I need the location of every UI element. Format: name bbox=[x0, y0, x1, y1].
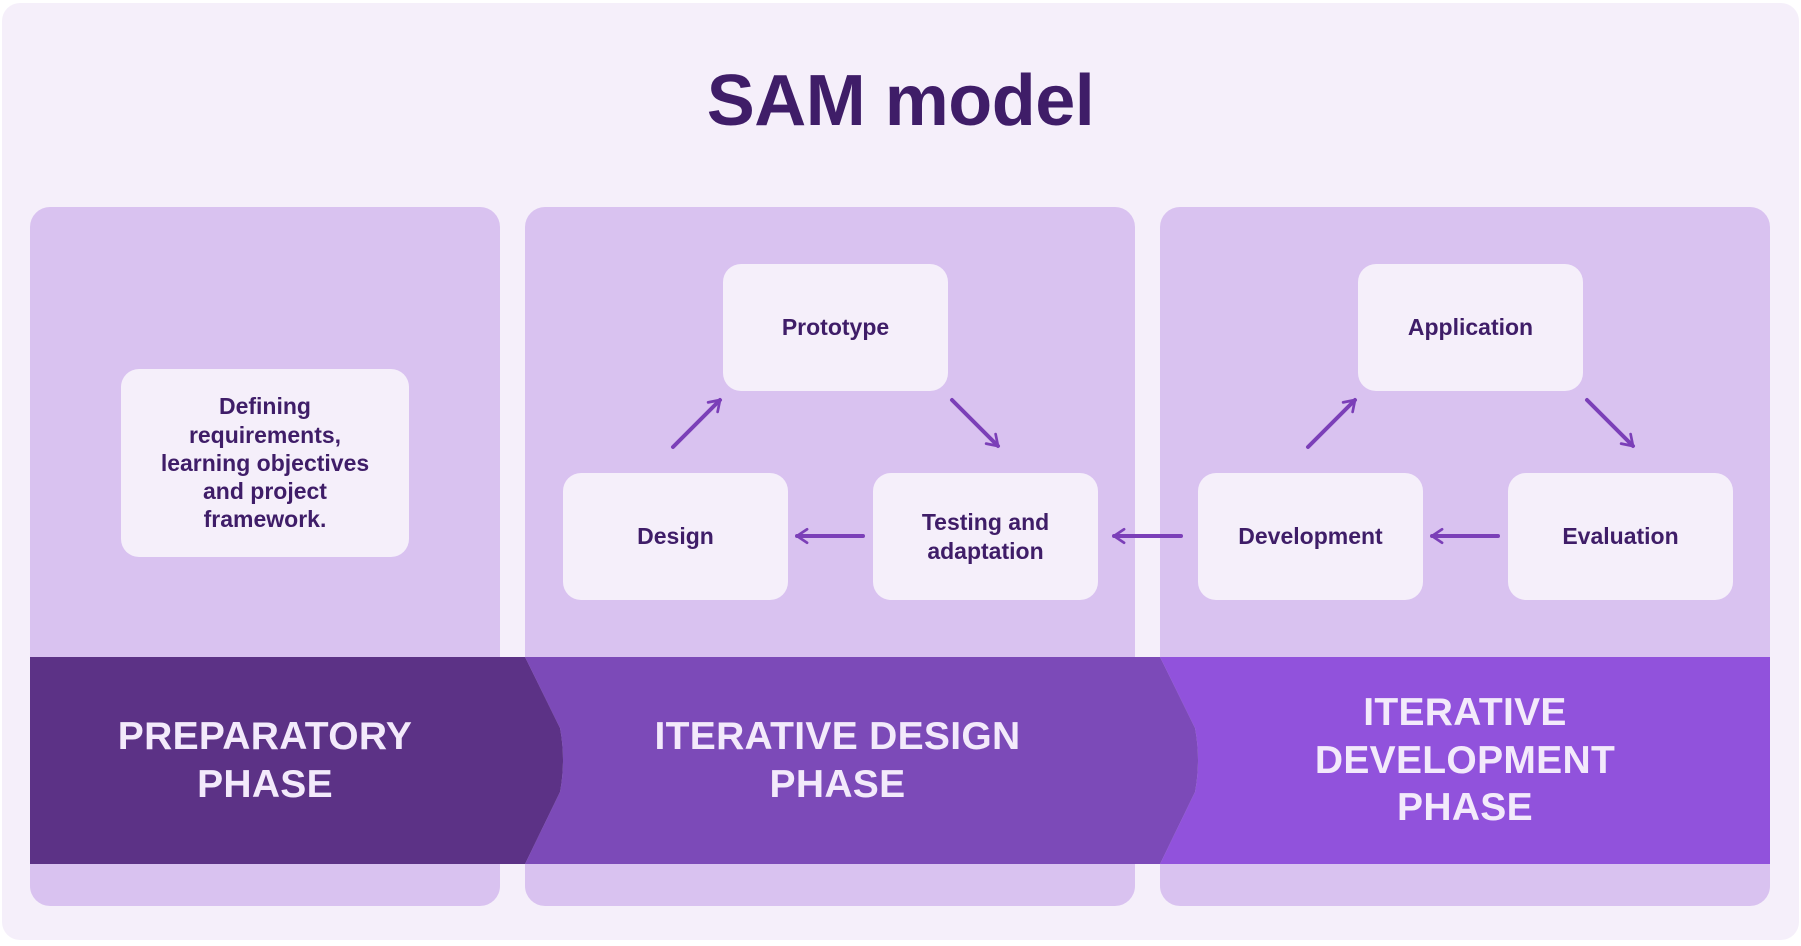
band-development bbox=[1160, 657, 1770, 864]
prototype-node: Prototype bbox=[723, 264, 948, 391]
band-line: PHASE bbox=[197, 762, 333, 806]
node-line: requirements, bbox=[188, 421, 342, 448]
arrow-application-to-evaluation bbox=[1585, 398, 1635, 448]
node-line: and project bbox=[203, 478, 327, 505]
band-line: ITERATIVE DESIGN bbox=[654, 714, 1021, 758]
node-line: Testing and bbox=[921, 509, 1050, 536]
band-line: DEVELOPMENT bbox=[1314, 738, 1616, 782]
arrow-design-to-prototype bbox=[671, 398, 722, 449]
node-line: learning objectives bbox=[160, 449, 370, 476]
arrow-development-to-application bbox=[1306, 398, 1357, 449]
requirements-node: Defining requirements, learning objectiv… bbox=[121, 369, 409, 557]
preparatory-phase-label: PREPARATORY PHASE bbox=[30, 657, 500, 864]
arrow-prototype-to-testing bbox=[950, 398, 1000, 448]
node-line: Defining bbox=[218, 393, 311, 420]
evaluation-node: Evaluation bbox=[1508, 473, 1733, 600]
node-line: framework. bbox=[203, 506, 327, 533]
development-phase-label: ITERATIVE DEVELOPMENT PHASE bbox=[1195, 657, 1735, 864]
node-line: adaptation bbox=[927, 537, 1044, 564]
application-node: Application bbox=[1358, 264, 1583, 391]
development-node: Development bbox=[1198, 473, 1423, 600]
band-preparatory bbox=[30, 657, 563, 864]
band-line: PREPARATORY bbox=[117, 714, 413, 758]
band-line: ITERATIVE bbox=[1363, 691, 1567, 735]
band-line: PHASE bbox=[1397, 786, 1533, 830]
design-phase-label: ITERATIVE DESIGN PHASE bbox=[560, 657, 1115, 864]
band-line: PHASE bbox=[769, 762, 906, 806]
testing-adaptation-node: Testing and adaptation bbox=[873, 473, 1098, 600]
design-node: Design bbox=[563, 473, 788, 600]
band-design bbox=[525, 657, 1198, 864]
diagram-title: SAM model bbox=[706, 61, 1095, 141]
